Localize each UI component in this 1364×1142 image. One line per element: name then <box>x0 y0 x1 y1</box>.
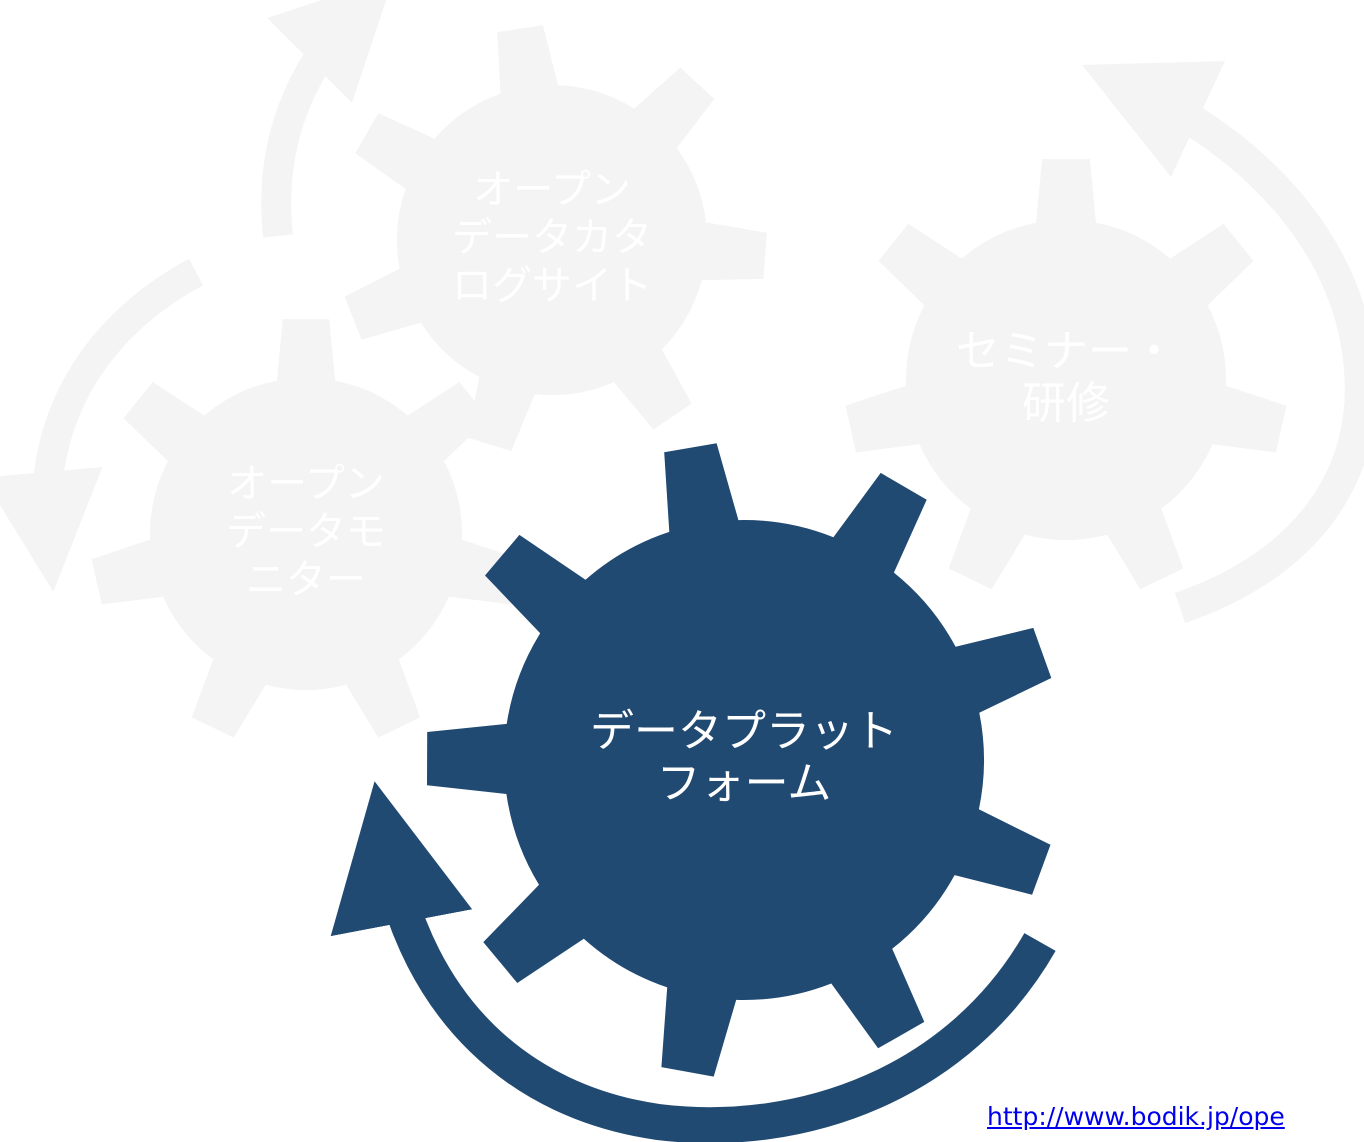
seminar-cycle-arrow <box>1082 61 1364 624</box>
gear-platform-label-line: データプラット <box>590 706 898 757</box>
monitor-cycle-arrow <box>0 258 204 592</box>
gear-monitor-body <box>91 319 521 738</box>
gear-monitor-label-line: ニター <box>246 557 366 603</box>
platform-cycle-arrow <box>330 781 1056 1142</box>
gear-catalog-label-line: オープン <box>473 167 631 213</box>
gear-seminar-label-line: セミナー・ <box>956 326 1176 377</box>
gear-catalog-label-line: ログサイト <box>452 263 652 309</box>
gear-seminar-body <box>845 159 1287 590</box>
source-url-link[interactable]: http://www.bodik.jp/ope <box>987 1102 1285 1131</box>
gear-monitor-label-line: データモ <box>226 509 386 555</box>
gear-platform-body <box>427 443 1052 1077</box>
gear-catalog-label-line: データカタ <box>452 215 652 261</box>
gear-monitor-label-line: オープン <box>227 461 385 507</box>
gear-platform-label-line: フォーム <box>657 758 832 809</box>
gear-catalog-body <box>344 25 767 452</box>
gear-seminar: セミナー・研修 <box>845 159 1287 590</box>
gear-seminar-label-line: 研修 <box>1022 378 1110 429</box>
catalog-cycle-arrow <box>261 0 395 238</box>
